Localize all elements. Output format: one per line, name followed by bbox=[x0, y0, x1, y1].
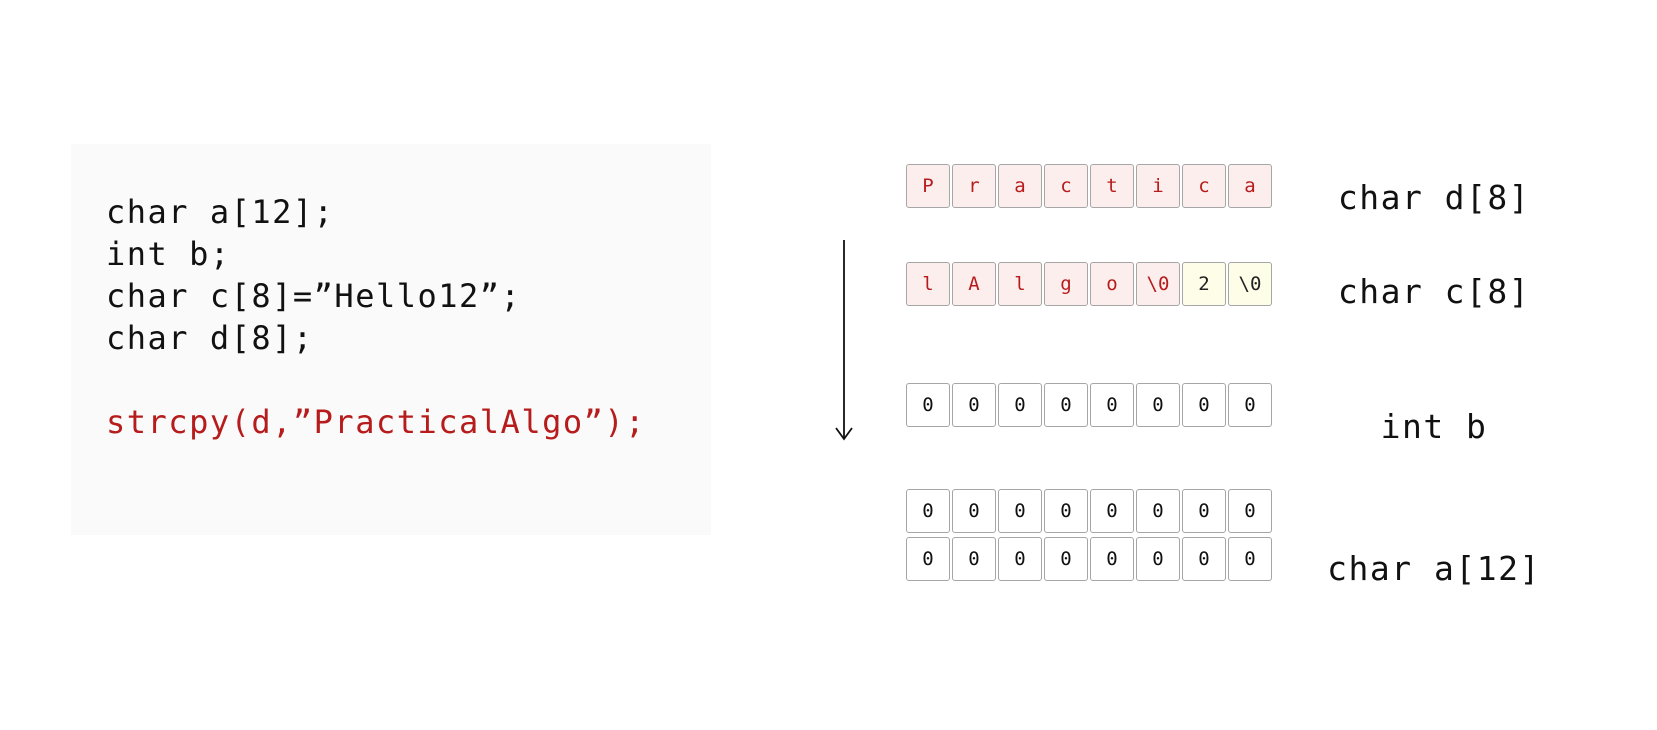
memory-cell: \0 bbox=[1136, 262, 1180, 306]
memory-cell: 0 bbox=[906, 383, 950, 427]
memory-cell: 0 bbox=[1182, 489, 1226, 533]
memory-cell: 0 bbox=[1136, 383, 1180, 427]
memory-row-b: 0 0 0 0 0 0 0 0 bbox=[906, 383, 1274, 429]
code-panel: char a[12]; int b; char c[8]=”Hello12”; … bbox=[71, 144, 711, 535]
memory-cell: l bbox=[906, 262, 950, 306]
memory-cell: o bbox=[1090, 262, 1134, 306]
memory-cell: 0 bbox=[952, 537, 996, 581]
memory-cell: P bbox=[906, 164, 950, 208]
memory-cell: 0 bbox=[1136, 537, 1180, 581]
memory-cell: t bbox=[1090, 164, 1134, 208]
memory-cell: g bbox=[1044, 262, 1088, 306]
code-line-decl-a: char a[12]; bbox=[106, 193, 335, 231]
memory-cell: 0 bbox=[1228, 383, 1272, 427]
memory-cell: 0 bbox=[1090, 383, 1134, 427]
memory-cell: c bbox=[1182, 164, 1226, 208]
memory-cell: A bbox=[952, 262, 996, 306]
code-line-decl-d: char d[8]; bbox=[106, 319, 314, 357]
memory-cell: a bbox=[1228, 164, 1272, 208]
memory-cell: 0 bbox=[998, 537, 1042, 581]
memory-cell: c bbox=[1044, 164, 1088, 208]
stack-direction-arrow bbox=[835, 240, 853, 441]
label-int-b: int b bbox=[1380, 407, 1488, 446]
memory-cell: 0 bbox=[906, 489, 950, 533]
label-char-c: char c[8] bbox=[1337, 272, 1531, 311]
memory-row-d: P r a c t i c a bbox=[906, 164, 1274, 210]
memory-cell: 0 bbox=[1136, 489, 1180, 533]
memory-cell: r bbox=[952, 164, 996, 208]
memory-row-a-1: 0 0 0 0 0 0 0 0 bbox=[906, 489, 1274, 535]
memory-cell: 0 bbox=[1182, 383, 1226, 427]
memory-cell: 0 bbox=[1090, 537, 1134, 581]
memory-row-a-2: 0 0 0 0 0 0 0 0 bbox=[906, 537, 1274, 583]
memory-cell: 0 bbox=[952, 489, 996, 533]
memory-cell: 0 bbox=[998, 489, 1042, 533]
memory-cell: a bbox=[998, 164, 1042, 208]
code-line-decl-b: int b; bbox=[106, 235, 231, 273]
label-char-d: char d[8] bbox=[1337, 178, 1531, 217]
memory-cell: 0 bbox=[998, 383, 1042, 427]
memory-cell: 0 bbox=[1182, 537, 1226, 581]
memory-cell: i bbox=[1136, 164, 1180, 208]
memory-cell: 0 bbox=[1044, 383, 1088, 427]
memory-row-c: l A l g o \0 2 \0 bbox=[906, 262, 1274, 308]
memory-cell: 0 bbox=[1044, 489, 1088, 533]
memory-cell: \0 bbox=[1228, 262, 1272, 306]
memory-cell: 0 bbox=[906, 537, 950, 581]
memory-cell: 0 bbox=[952, 383, 996, 427]
label-char-a: char a[12] bbox=[1327, 549, 1541, 588]
memory-cell: l bbox=[998, 262, 1042, 306]
memory-cell: 0 bbox=[1044, 537, 1088, 581]
memory-cell: 2 bbox=[1182, 262, 1226, 306]
code-line-strcpy: strcpy(d,”PracticalAlgo”); bbox=[106, 403, 646, 441]
code-line-decl-c: char c[8]=”Hello12”; bbox=[106, 277, 522, 315]
memory-cell: 0 bbox=[1090, 489, 1134, 533]
memory-cell: 0 bbox=[1228, 489, 1272, 533]
memory-cell: 0 bbox=[1228, 537, 1272, 581]
